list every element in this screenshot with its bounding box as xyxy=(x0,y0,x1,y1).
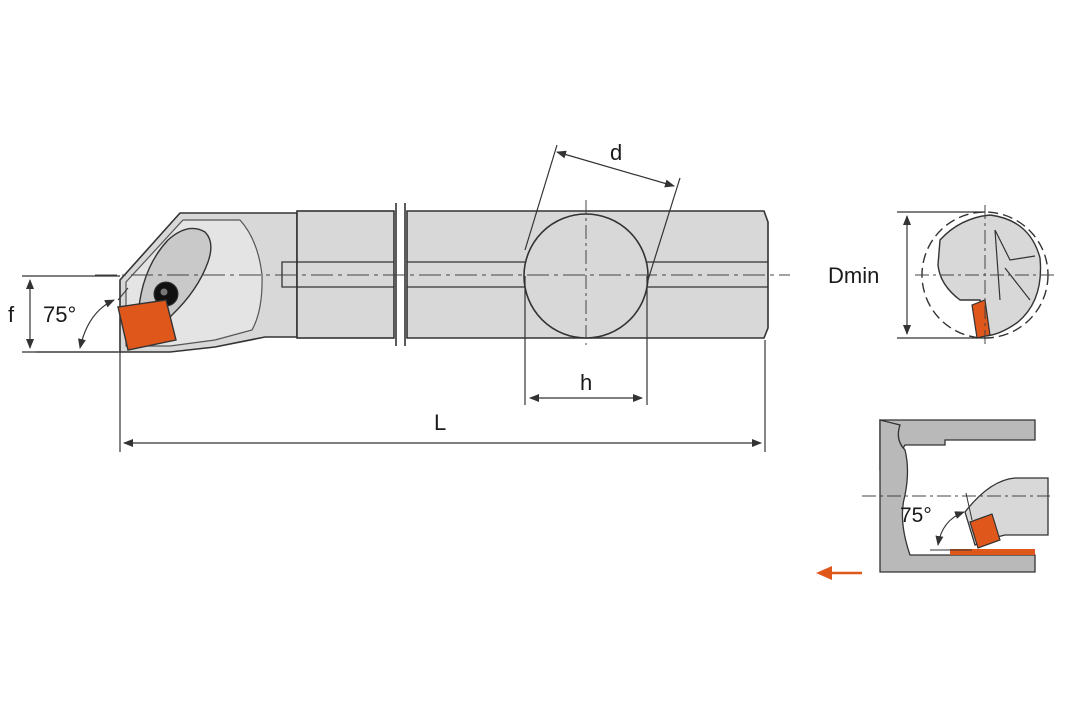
end-view: Dmin xyxy=(828,205,1055,345)
tool-side-view xyxy=(95,200,790,353)
detail-insert xyxy=(969,513,1001,549)
dimension-h: h xyxy=(524,276,648,405)
label-angle-main: 75° xyxy=(43,302,76,327)
workpiece-body xyxy=(879,419,1036,573)
feed-direction-arrow xyxy=(816,566,862,580)
end-view-facet xyxy=(994,229,1036,301)
detail-view: 75° xyxy=(862,419,1050,573)
end-view-body xyxy=(937,214,1042,337)
label-dmin: Dmin xyxy=(828,263,879,288)
label-L: L xyxy=(434,410,446,435)
dimension-d: d xyxy=(524,140,681,281)
label-f: f xyxy=(8,302,15,327)
cutting-insert xyxy=(117,299,177,351)
dimension-L: L xyxy=(119,340,766,452)
label-d: d xyxy=(610,140,622,165)
label-h: h xyxy=(580,370,592,395)
clamp-screw-hole xyxy=(160,288,168,296)
label-angle-detail: 75° xyxy=(900,504,932,527)
dimension-angle-main: 75° xyxy=(36,287,129,353)
